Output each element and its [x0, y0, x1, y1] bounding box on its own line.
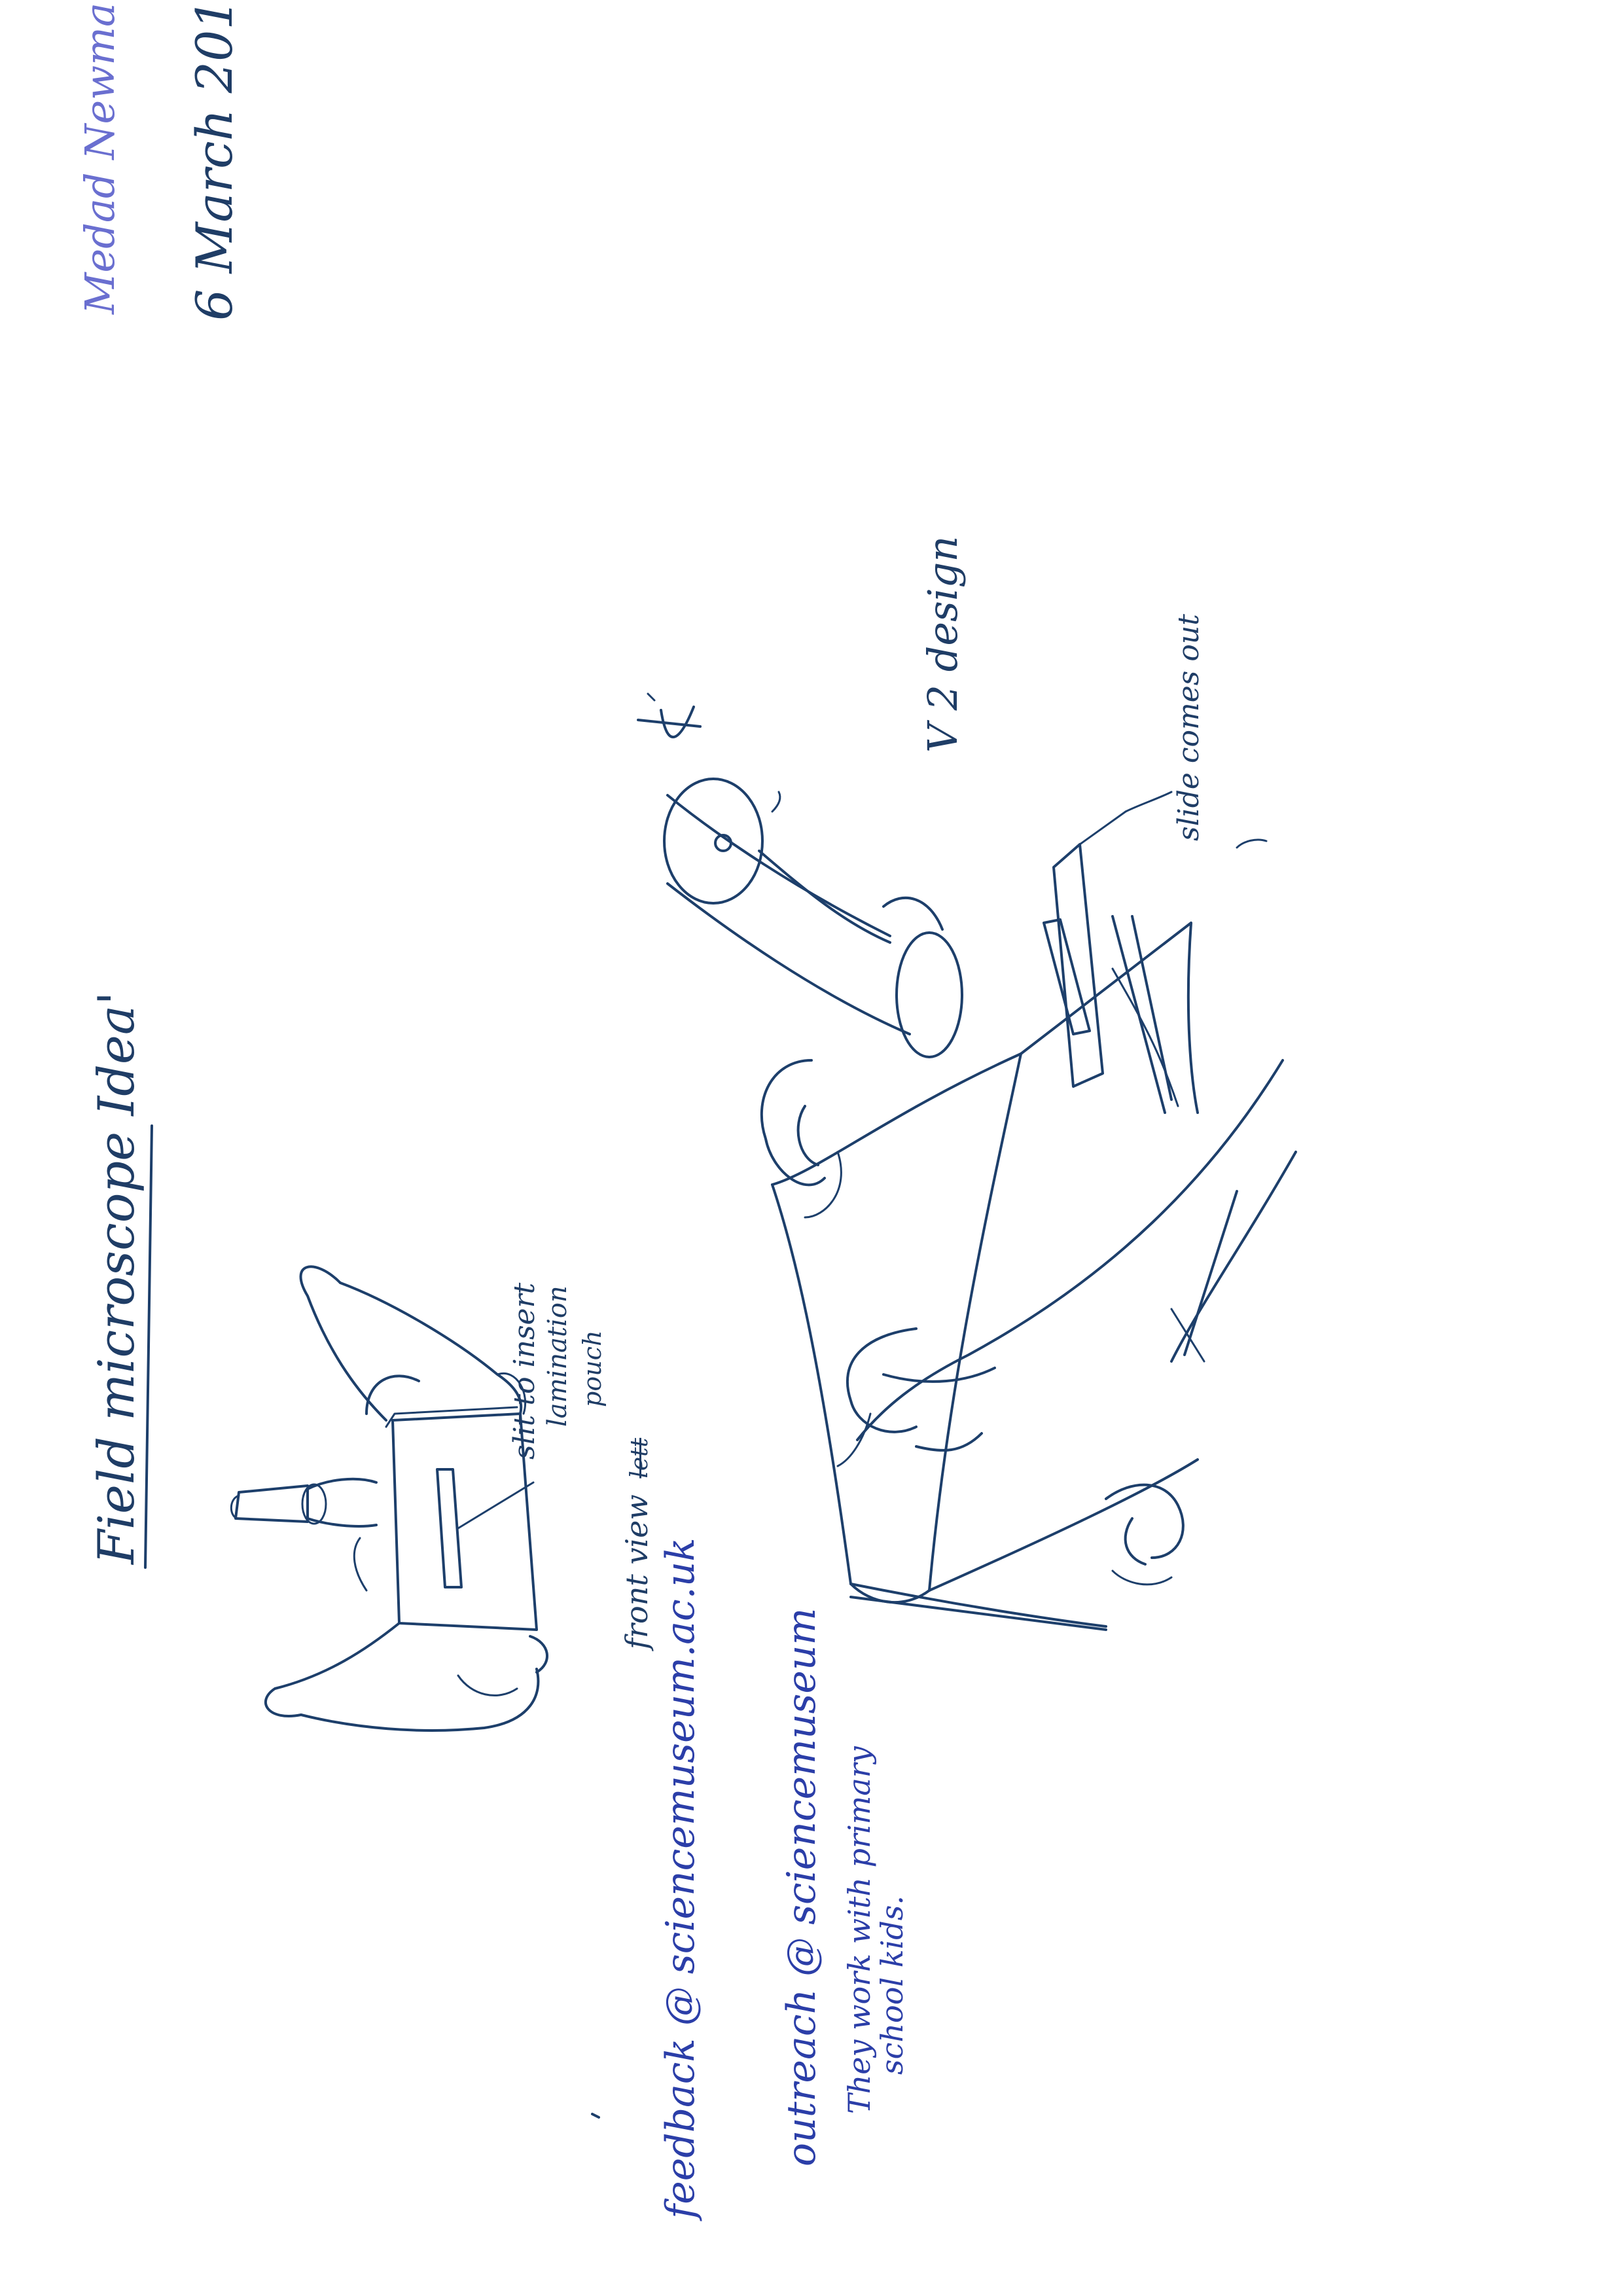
- v2-title: V 2 design: [923, 536, 963, 753]
- front-view-text: front view: [619, 1494, 654, 1649]
- slit-label-line1: slit to insert: [510, 1283, 539, 1460]
- front-view-label: front view lett: [622, 1438, 652, 1649]
- kids-note-line1: They work with primary: [844, 1746, 874, 2114]
- page-date: 6 March 2019: [190, 0, 240, 321]
- author-name: Medad Newman: [80, 0, 120, 314]
- sketch1-title: Field microscope Idea': [92, 992, 141, 1564]
- margin-mark: [592, 2114, 599, 2117]
- slit-label-line3: pouch: [580, 1331, 605, 1407]
- outreach-note: outreach @ sciencemuseum: [782, 1608, 821, 2166]
- kids-note-line2: school kids.: [877, 1895, 907, 2075]
- struck-word: lett: [626, 1438, 653, 1479]
- feedback-note: feedback @ sciencemuseum.ac.uk: [661, 1537, 700, 2219]
- slit-label-line2: lamination: [544, 1285, 571, 1427]
- slide-label: slide comes out: [1175, 614, 1204, 841]
- title-underline: [145, 1126, 152, 1568]
- sketch-field-microscope: [231, 1266, 547, 1731]
